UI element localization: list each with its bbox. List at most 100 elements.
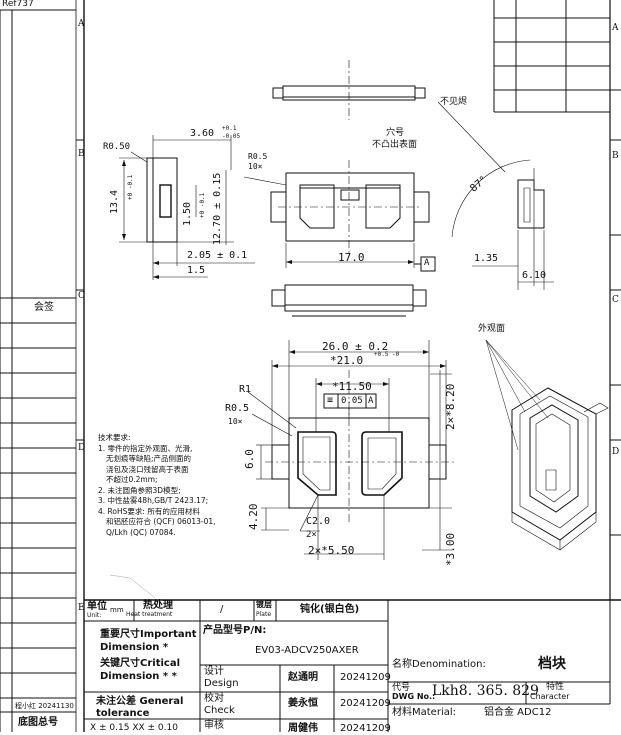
critical-dim: 关键尺寸Critical xyxy=(100,658,181,669)
tech-line: 无划痕等缺陷;产品侧面的 xyxy=(106,454,192,463)
grid-row-e-left: E xyxy=(78,603,85,613)
critical-dim-en: Dimension * * xyxy=(100,671,177,682)
tech-line: 2. 未注圆角参照3D模型; xyxy=(98,485,181,495)
dim-r05-top: R0.5 xyxy=(248,152,268,161)
denomination-label: 名称Denomination: xyxy=(392,659,486,670)
dim-r1: R1 xyxy=(239,384,252,395)
dim-h150: 1.50 xyxy=(182,201,193,226)
corner-ref: Ref737 xyxy=(2,0,34,9)
dim-w135: 1.35 xyxy=(474,253,499,264)
dim-h60: 6.0 xyxy=(243,449,256,469)
unit-label: 单位 xyxy=(87,601,107,612)
dwg-label: 代号 xyxy=(392,683,411,693)
gtol-symbol: ≡ xyxy=(327,395,334,406)
dim-h820: 2×*8.20 xyxy=(444,383,457,430)
dim-r050: R0.50 xyxy=(103,142,131,152)
character-label-en: Character xyxy=(530,692,570,701)
pn-label: 产品型号P/N: xyxy=(203,625,267,636)
design-label-en: Design xyxy=(204,678,239,689)
design-date: 20241209 xyxy=(340,672,391,683)
plate-label-en: Plate xyxy=(256,611,272,618)
dim-w360: 3.60 xyxy=(190,128,215,139)
tech-line: 和铝胚应符合 (QCF) 06013-01, xyxy=(106,517,216,526)
dim-w210: *21.0 xyxy=(330,354,364,367)
dim-c20-count: 2× xyxy=(306,530,317,540)
material-value: 铝合金 ADC12 xyxy=(484,707,552,718)
dim-h1270: 12.70 ± 0.15 xyxy=(212,172,223,245)
design-name: 赵通明 xyxy=(288,672,318,683)
tech-line: Q/Lkh (QC) 07084. xyxy=(106,527,176,537)
note-hole-2: 不凸出表面 xyxy=(372,140,418,150)
material-label: 材料Material: xyxy=(392,707,456,718)
grid-row-b-right: B xyxy=(612,151,619,161)
dim-w170: 17.0 xyxy=(338,251,365,264)
grid-row-d-right: D xyxy=(612,447,620,457)
dim-h420: 4.20 xyxy=(247,503,260,531)
gtol-value: 0.05 xyxy=(341,396,363,406)
denomination-value: 档块 xyxy=(538,656,566,672)
dim-c20: C2.0 xyxy=(306,516,331,527)
note-not-visible: 不见烬 xyxy=(440,97,468,107)
dim-h150-tol: +0 -0.1 xyxy=(199,192,206,218)
pn-value: EV03-ADCV250AXER xyxy=(255,645,359,656)
date-stamp: 程小红 20241130 xyxy=(15,702,74,710)
review-name: 周健伟 xyxy=(288,723,318,734)
grid-row-b-left: B xyxy=(78,149,85,159)
tech-line: 不超过0.2mm; xyxy=(106,475,158,484)
dim-w15: 1.5 xyxy=(187,265,206,276)
dim-r05-count: 10× xyxy=(228,417,243,426)
important-dim: 重要尺寸Important xyxy=(100,629,197,640)
dim-h134-tol: +0 -0.1 xyxy=(127,174,134,200)
note-hole-1: 穴号 xyxy=(386,128,405,138)
datum-a: A xyxy=(424,258,430,268)
grid-row-c-right: C xyxy=(612,295,619,305)
tol-values: X ± 0.15 XX ± 0.10 xyxy=(90,723,178,733)
unit-value: mm xyxy=(110,606,124,614)
dim-r05: R0.5 xyxy=(225,403,250,414)
important-dim-en: Dimension * xyxy=(100,642,169,653)
dim-w610: 6.10 xyxy=(522,270,547,281)
sign-label: 会签 xyxy=(34,302,54,313)
tech-line: 1. 零件的指定外观面、光滑, xyxy=(98,443,193,453)
dim-h300: *3.00 xyxy=(444,532,457,566)
dim-w205: 2.05 ± 0.1 xyxy=(187,250,248,261)
check-date: 20241209 xyxy=(340,698,391,709)
dim-w210-tol: +0.5 -0 xyxy=(374,351,400,358)
tech-line: 3. 中性盐雾48h,GB/T 2423.17; xyxy=(98,496,209,505)
dim-w260: 26.0 ± 0.2 xyxy=(322,340,389,353)
review-date: 20241209 xyxy=(340,723,391,734)
plate-value: 钝化(银白色) xyxy=(300,604,360,615)
base-no-label: 底图总号 xyxy=(18,717,58,728)
grid-row-c-left: C xyxy=(78,291,85,301)
check-name: 姜永恒 xyxy=(288,698,318,709)
gtol-ref: A xyxy=(368,396,374,406)
heat-value: / xyxy=(220,604,224,615)
grid-row-a-right: A xyxy=(612,23,619,33)
dwg-value: Lkh8. 365. 829 xyxy=(432,683,539,699)
character-label: 特性 xyxy=(546,682,565,692)
design-label: 设计 xyxy=(204,666,224,677)
tech-requirements: 技术要求: 1. 零件的指定外观面、光滑, 无划痕等缺陷;产品侧面的 浇包及浇口… xyxy=(98,433,248,538)
unit-label-en: Unit: xyxy=(87,612,102,619)
dim-w1150: *11.50 xyxy=(332,380,372,393)
dim-w360-tol-dn: -0.05 xyxy=(222,133,241,140)
dim-w360-tol-up: +0.1 xyxy=(222,125,237,132)
general-tol-en: tolerance xyxy=(96,708,150,719)
check-label-en: Check xyxy=(204,705,235,716)
dwg-label-en: DWG No.: xyxy=(392,692,436,701)
plate-label: 镀层 xyxy=(256,600,272,609)
tech-line: 浇包及浇口残留高于表面 xyxy=(106,464,189,474)
general-tol: 未注公差 General xyxy=(96,696,184,707)
review-label: 审核 xyxy=(204,720,224,731)
tech-line: 4. RoHS要求: 所有的应用材料 xyxy=(98,506,200,516)
grid-row-d-left: D xyxy=(78,443,86,453)
dim-h134: 13.4 xyxy=(109,189,120,214)
dim-r05-top-count: 10× xyxy=(248,162,263,171)
heat-label-en: Heat treatment xyxy=(126,611,173,618)
note-appearance-face: 外观面 xyxy=(478,324,506,334)
dim-w550: 2×*5.50 xyxy=(308,544,355,557)
heat-label: 热处理 xyxy=(143,600,173,611)
check-label: 校对 xyxy=(204,693,224,704)
grid-row-a-left: A xyxy=(78,19,85,29)
